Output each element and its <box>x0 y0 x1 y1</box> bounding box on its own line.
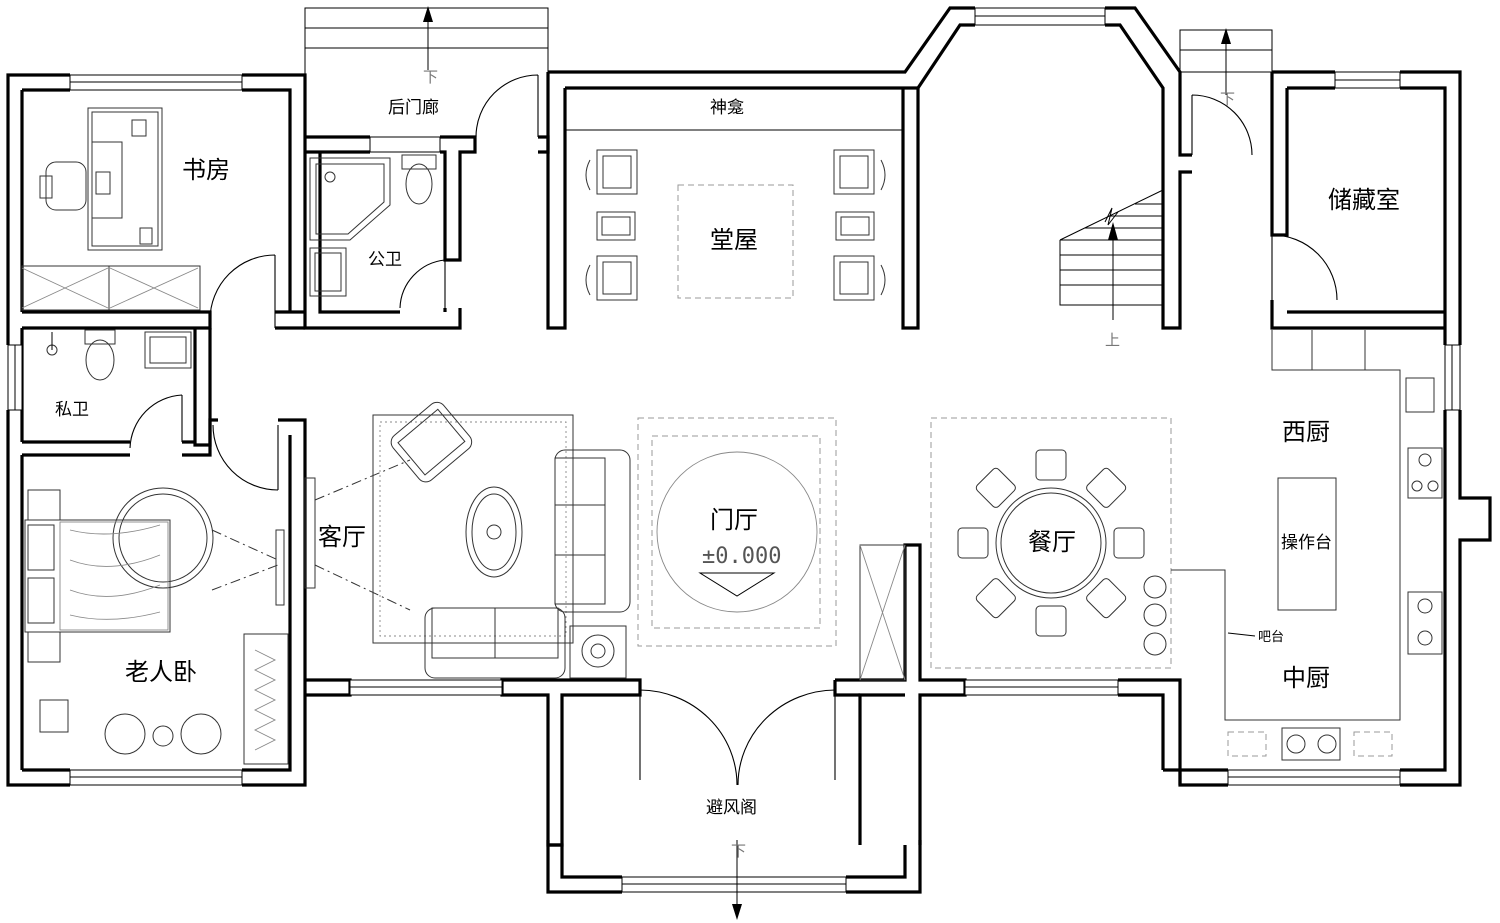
dining-chair <box>957 527 989 559</box>
label-western-kitchen: 西厨 <box>1282 418 1330 446</box>
label-main-hall: 堂屋 <box>710 226 758 254</box>
living-room-furniture <box>304 401 631 679</box>
foyer-marks <box>637 417 837 647</box>
study-desk <box>39 107 163 251</box>
label-back-porch: 后门廊 <box>388 98 439 118</box>
room-labels: 书房 私卫 老人卧 后门廊 公卫 神龛 堂屋 客厅 门厅 ±0.000 餐厅 储… <box>55 68 1400 860</box>
main-hall-furniture <box>565 129 903 301</box>
doors <box>129 74 1338 786</box>
label-private-bath: 私卫 <box>55 400 89 420</box>
kitchen-furniture <box>1171 330 1443 761</box>
label-storage: 储藏室 <box>1328 186 1400 214</box>
dining-chair <box>975 467 1016 508</box>
level-mark: ±0.000 <box>702 544 781 569</box>
dining-chair <box>1086 578 1127 619</box>
label-island: 操作台 <box>1281 533 1332 553</box>
study-cabinet <box>21 265 201 311</box>
stair-mark-down-kitchen: 下 <box>1220 90 1235 108</box>
label-foyer: 门厅 <box>710 506 758 534</box>
windows <box>7 7 1461 893</box>
label-vestibule: 避风阁 <box>706 798 757 818</box>
private-bath-fixtures <box>46 329 192 381</box>
stair-mark-up: 上 <box>1105 331 1120 349</box>
label-bar: 吧台 <box>1258 630 1284 645</box>
dining-chair <box>1113 527 1145 559</box>
label-dining-room: 餐厅 <box>1028 528 1076 556</box>
walls <box>6 6 1492 894</box>
stairs <box>423 6 1231 920</box>
label-public-bath: 公卫 <box>368 250 402 270</box>
dining-chair <box>1086 467 1127 508</box>
stair-mark-down-back: 下 <box>423 68 438 86</box>
furniture <box>21 107 1443 765</box>
dining-chair <box>1035 449 1067 481</box>
label-living-room: 客厅 <box>318 523 366 551</box>
dining-chair <box>975 578 1016 619</box>
dining-furniture <box>859 417 1172 681</box>
public-bath-fixtures <box>309 154 437 297</box>
stair-mark-down-front: 下 <box>731 842 746 860</box>
label-elder-bedroom: 老人卧 <box>125 658 197 686</box>
dining-chairs <box>957 449 1145 637</box>
label-chinese-kitchen: 中厨 <box>1282 664 1330 692</box>
dining-chair <box>1035 605 1067 637</box>
label-shrine: 神龛 <box>710 98 744 118</box>
label-study: 书房 <box>182 156 230 184</box>
elder-bedroom-furniture <box>24 487 289 765</box>
